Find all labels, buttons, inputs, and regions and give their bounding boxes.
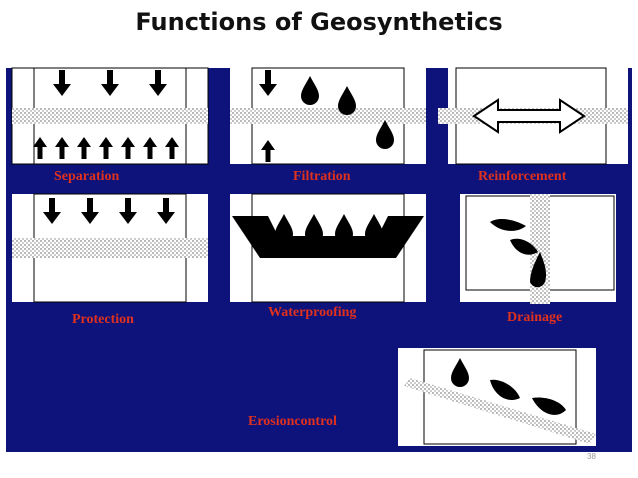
- erosion-control-diagram: [398, 348, 596, 446]
- label-drainage: Drainage: [507, 310, 563, 325]
- drainage-diagram: [460, 194, 616, 304]
- label-waterproofing: Waterproofing: [268, 305, 357, 320]
- label-filtration: Filtration: [293, 169, 351, 184]
- separation-diagram: [11, 67, 209, 165]
- label-reinforcement: Reinforcement: [478, 169, 567, 184]
- filtration-diagram: [230, 67, 426, 165]
- page-number: 38: [587, 452, 596, 461]
- page-title: Functions of Geosynthetics: [135, 8, 503, 36]
- label-separation: Separation: [54, 169, 120, 184]
- label-erosion-control: Erosioncontrol: [248, 414, 337, 429]
- waterproofing-diagram: [230, 193, 426, 303]
- label-protection: Protection: [72, 312, 134, 327]
- reinforcement-diagram: [438, 67, 628, 165]
- protection-diagram: [12, 193, 208, 303]
